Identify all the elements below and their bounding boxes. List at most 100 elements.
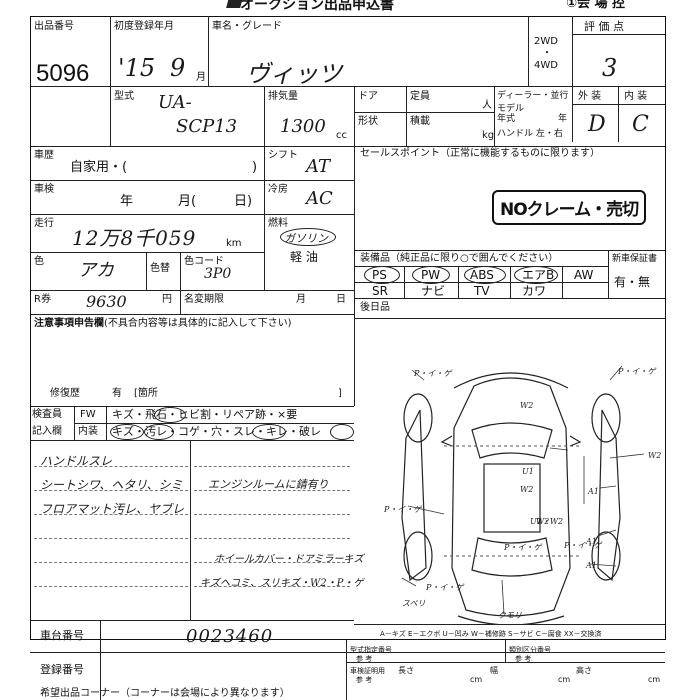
inspection-day: 日) [234, 194, 253, 209]
cert-ref: 参 考 [356, 676, 373, 684]
equipment-title: 装備品 [360, 253, 390, 264]
first-reg-month: 9 [170, 54, 186, 82]
ac-label: 冷房 [268, 184, 288, 195]
rule [354, 318, 665, 319]
usage-close: ) [252, 160, 258, 175]
repair-history-label: 修復歴 [50, 388, 80, 399]
writing-line [194, 514, 350, 515]
rule [30, 290, 354, 291]
repair-history-value: 有 [112, 388, 122, 399]
car-name-label: 車名・グレード [212, 21, 282, 32]
writing-line [194, 586, 350, 587]
score-value: 3 [602, 54, 618, 82]
writing-line [34, 514, 188, 515]
recycle-value: 9630 [86, 292, 127, 311]
rule [354, 112, 494, 113]
diagram-mark: W2 [536, 517, 549, 526]
rule [572, 16, 573, 142]
writing-line [34, 562, 188, 563]
writing-line [34, 466, 188, 467]
shift-value: AT [306, 156, 331, 177]
interior-label: 内 装 [624, 91, 648, 102]
warranty-value: 有・無 [614, 275, 651, 289]
rule [264, 86, 265, 146]
rule [354, 146, 355, 290]
inspection-label: 車検 [34, 184, 54, 195]
diagram-mark: P・イ・ゲ [413, 369, 453, 378]
equip-pw-circle [412, 266, 450, 284]
color-label: 色 [34, 256, 44, 267]
writing-line [194, 466, 350, 467]
sales-point-note: （正常に機能するものに限ります） [440, 148, 600, 159]
lot-label: 出品番号 [34, 21, 74, 32]
class-number-label: 類別区分番号 [509, 646, 551, 654]
post-install-label: 後日品 [360, 302, 390, 313]
diagram-mark: P・イ・ゲ [563, 541, 603, 550]
diagram-mark: A1 [585, 537, 597, 546]
model-specify-label: 型式指定番号 [350, 646, 392, 654]
rule [264, 146, 265, 290]
equip-ps-circle [364, 266, 400, 284]
equip-sr: SR [372, 284, 388, 298]
mileage-label: 走行 [34, 218, 54, 229]
title: オークション出品申込書 [240, 0, 394, 13]
writing-line [194, 490, 350, 491]
inspector-int: 内装 [78, 426, 98, 437]
writing-line [194, 562, 350, 563]
exterior-score: D [588, 112, 606, 137]
first-reg-label: 初度登録年月 [114, 21, 174, 32]
rule [346, 662, 665, 663]
load-label: 積載 [410, 116, 430, 127]
rule [354, 250, 355, 406]
rule [190, 440, 191, 620]
rule [406, 86, 407, 146]
cert-width: 幅 [490, 666, 498, 675]
rule [30, 406, 354, 407]
rule [30, 440, 354, 441]
rule [354, 86, 355, 146]
rule [208, 16, 209, 86]
usage-label: 車歴 [34, 150, 54, 161]
drive-4wd: 4WD [534, 60, 558, 71]
model-year-unit: 年式 [497, 114, 516, 124]
diagram-mark: クモリ [498, 611, 522, 620]
score-label: 評 価 点 [584, 20, 624, 33]
model-specify-ref: 参 考 [356, 655, 373, 663]
interior-score: C [632, 112, 649, 137]
rule [180, 252, 181, 290]
rule [110, 16, 111, 146]
sales-point-label: セールスポイント（正常に機能するものに限ります） [360, 148, 600, 160]
cert-cm-2: cm [558, 675, 571, 684]
rule [100, 620, 101, 700]
displacement-unit: cc [336, 130, 347, 141]
rule [562, 266, 563, 298]
equip-airbag-circle [514, 266, 558, 284]
drive-dot: ・ [542, 48, 552, 59]
note-left-1: ハンドルスレ [40, 454, 113, 468]
name-change-day: 日 [336, 294, 346, 305]
mileage-unit: km [226, 238, 242, 249]
inspector-entry: 記入欄 [32, 426, 62, 437]
cert-label: 車検証明用 [350, 667, 385, 675]
diagram-mark: P・イ・ゲ [383, 505, 423, 514]
rule [74, 423, 354, 424]
inspector-label: 検査員 [32, 409, 62, 420]
note-right-2: ホイールカバー・ドアミラーキズ [214, 554, 364, 565]
fuel-gasoline-circle [280, 228, 336, 246]
model-prefix: UA- [158, 92, 192, 113]
rule [146, 252, 147, 290]
rule [458, 266, 459, 298]
displacement-label: 排気量 [268, 91, 298, 102]
equip-leather: カワ [522, 284, 547, 298]
warranty-label: 新車保証書 [612, 254, 658, 264]
rule [30, 146, 665, 147]
color-change-label: 色替 [150, 263, 170, 274]
rule [404, 266, 405, 298]
diagram-mark: W2 [648, 451, 661, 460]
sales-point-stamp: NOクレーム・売切 [492, 190, 647, 225]
diagram-mark: P・イ・ゲ [425, 583, 465, 592]
name-change-label: 名変期限 [184, 294, 224, 305]
model-code: SCP13 [176, 116, 238, 137]
rule [30, 314, 354, 315]
rule [510, 266, 511, 298]
